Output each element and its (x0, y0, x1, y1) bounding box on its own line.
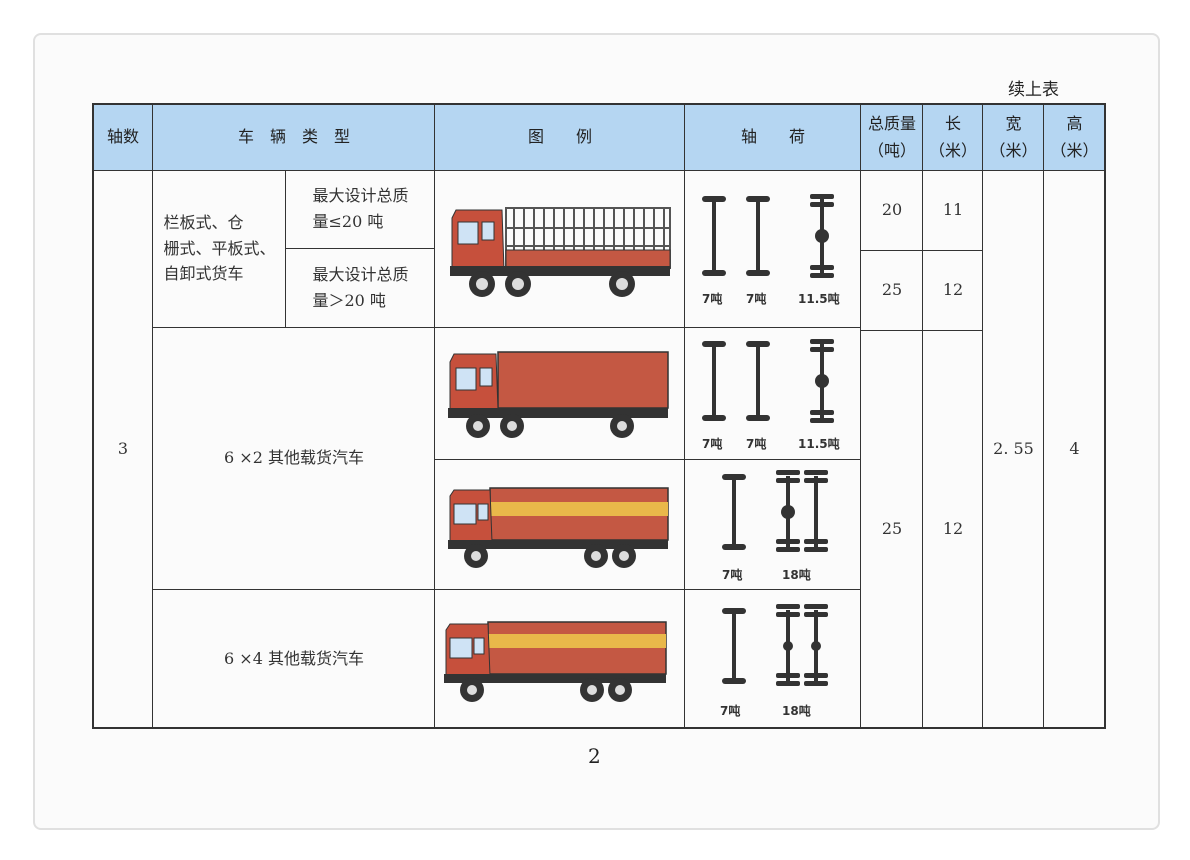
grid-line (152, 104, 153, 728)
header-length-label: 长 (944, 113, 961, 133)
header-legend: 图 例 (527, 127, 592, 147)
group1-mass-2: 25 (881, 280, 903, 300)
box-truck-icon (448, 351, 669, 438)
grid-line (93, 170, 1105, 171)
load-label: 7吨 (746, 436, 766, 451)
group2-mass: 25 (881, 519, 903, 539)
header-vehicle-type: 车 辆 类 型 (237, 127, 350, 147)
grid-line (684, 104, 685, 728)
header-length: 长 （米） (923, 104, 983, 170)
grid-line (153, 327, 861, 328)
height-value-cell: 4 (1069, 439, 1080, 459)
width-value-cell: 2. 55 (993, 439, 1034, 459)
load-label: 7吨 (702, 436, 722, 451)
group1-condition-1: 最大设计总质 量≤20 吨 (312, 186, 409, 231)
group3-type-cell: 6 ×4 其他载货汽车 (224, 648, 364, 668)
header-height: 高 （米） (1044, 104, 1105, 170)
axle-load-diagram: 7吨 18吨 (722, 470, 828, 582)
grid-line (861, 250, 983, 251)
header-width-label: 宽 (1005, 113, 1022, 133)
group1-condition-2: 最大设计总质 量＞20 吨 (312, 264, 409, 310)
group1-length-1: 11 (942, 200, 964, 220)
axle-load-diagram: 7吨 7吨 11.5吨 (702, 194, 840, 306)
table-header-bg (93, 104, 1105, 170)
page-number: 2 (588, 744, 601, 768)
grid-line (285, 170, 286, 327)
header-total-mass-label: 总质量 (867, 113, 916, 133)
load-label: 7吨 (720, 703, 740, 718)
load-label: 11.5吨 (798, 436, 840, 451)
grid-line (861, 330, 983, 331)
group2-type-cell: 6 ×2 其他载货汽车 (224, 448, 364, 468)
table-border (92, 103, 1106, 729)
axle-icon (722, 604, 828, 686)
load-label: 18吨 (782, 567, 811, 582)
group1-length-2: 12 (942, 280, 964, 300)
load-label: 7吨 (722, 567, 742, 582)
grid-line (435, 459, 861, 460)
load-label: 11.5吨 (798, 291, 840, 306)
axle-load-diagram: 7吨 7吨 11.5吨 (702, 339, 840, 451)
header-axle-load: 轴 荷 (740, 127, 805, 147)
axle-load-diagram: 7吨 18吨 (720, 604, 828, 718)
header-total-mass-unit: （吨） (867, 141, 916, 160)
header-axles: 轴数 (106, 127, 139, 147)
grid-line (982, 104, 983, 728)
group1-type-cell: 栏板式、仓 栅式、平板式、 自卸式货车 (163, 213, 276, 284)
striped-box-truck-icon (448, 487, 669, 568)
header-width: 宽 （米） (983, 104, 1044, 170)
axle-icon (722, 470, 828, 552)
fence-truck-icon (450, 207, 671, 297)
group1-mass-1: 20 (881, 200, 903, 220)
group2-length: 12 (942, 519, 964, 539)
header-height-unit: （米） (1050, 141, 1099, 160)
continuation-note: 续上表 (1008, 80, 1059, 100)
grid-line (922, 104, 923, 728)
grid-line (1043, 104, 1044, 728)
axle-icon (702, 194, 834, 278)
load-label: 18吨 (782, 703, 811, 718)
header-total-mass: 总质量 （吨） (861, 104, 923, 170)
header-height-label: 高 (1066, 113, 1083, 133)
header-width-unit: （米） (989, 141, 1038, 160)
load-label: 7吨 (702, 291, 722, 306)
grid-line (153, 589, 861, 590)
axle-icon (702, 339, 834, 423)
load-label: 7吨 (746, 291, 766, 306)
grid-line (434, 104, 435, 728)
axle-count-cell: 3 (117, 439, 129, 459)
header-length-unit: （米） (928, 141, 977, 160)
grid-line (286, 248, 435, 249)
grid-line (860, 104, 861, 728)
striped-box-truck-icon (444, 621, 667, 702)
